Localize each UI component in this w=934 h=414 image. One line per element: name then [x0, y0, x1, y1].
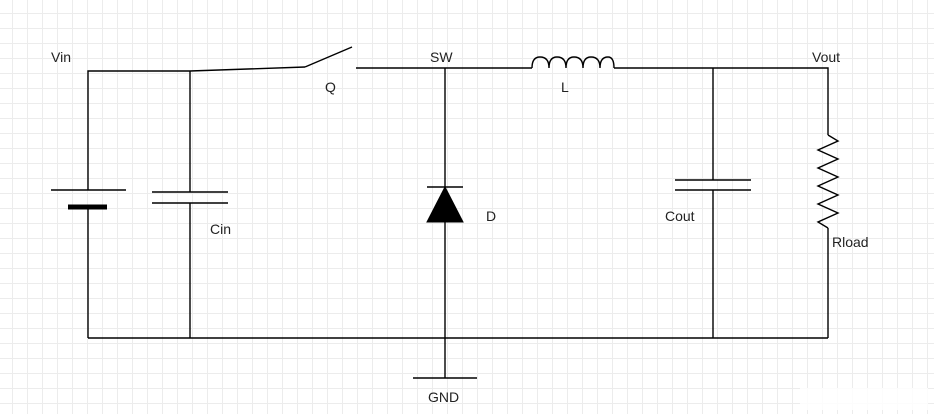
wire-vout-top: [614, 67, 829, 135]
label-gnd: GND: [428, 389, 460, 405]
label-q: Q: [325, 79, 336, 95]
label-cin: Cin: [210, 221, 232, 237]
diode-triangle: [426, 185, 464, 223]
label-l: L: [561, 79, 569, 95]
wire-vin-top: [87, 66, 306, 190]
label-sw: SW: [430, 49, 453, 65]
label-vin: Vin: [51, 49, 71, 65]
label-vout: Vout: [812, 49, 841, 65]
label-cout: Cout: [665, 208, 695, 224]
label-d: D: [486, 208, 497, 224]
inductor-l: [531, 56, 615, 69]
resistor-rload: [816, 134, 840, 229]
label-rload: Rload: [832, 234, 869, 250]
watermark-block: [800, 388, 928, 410]
switch-q-blade: [304, 46, 353, 68]
